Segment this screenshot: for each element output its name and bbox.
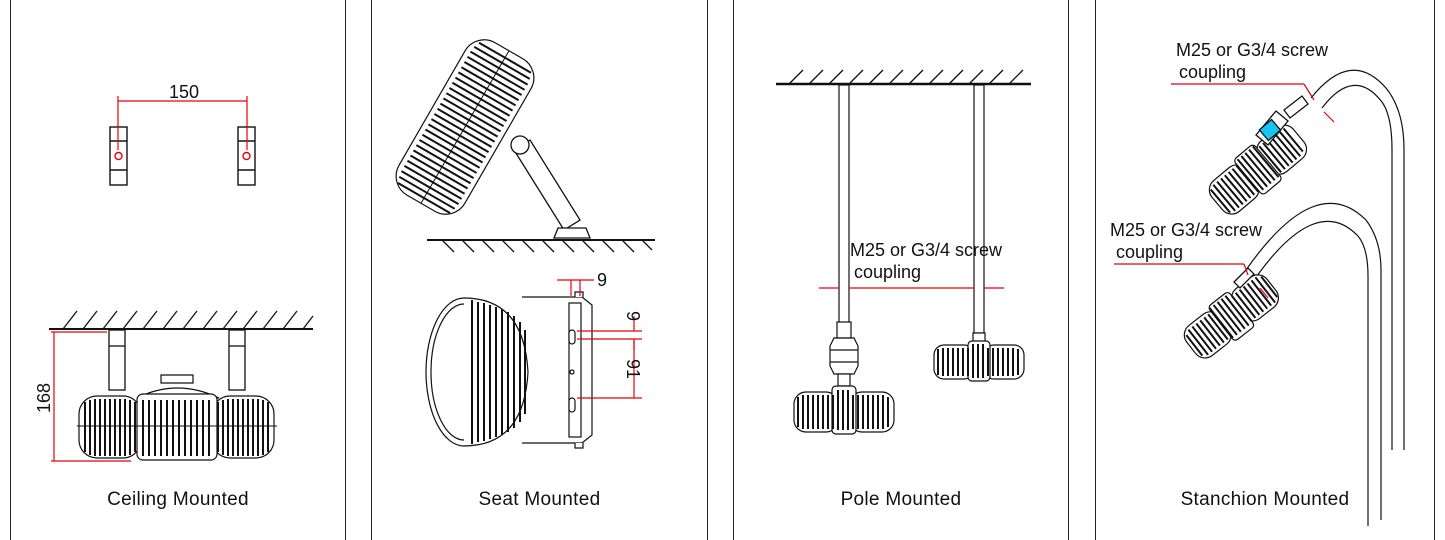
dimension-height-label: 168 bbox=[34, 383, 54, 413]
dimension-top-label: 9 bbox=[597, 270, 607, 290]
ground-line bbox=[427, 239, 655, 253]
seat-stand bbox=[510, 135, 591, 239]
seat-mounted-drawing: 9 9 91 bbox=[395, 39, 655, 449]
fixture-body bbox=[77, 374, 277, 461]
coupling-upper bbox=[1255, 95, 1309, 146]
ceiling-line bbox=[49, 310, 314, 330]
dimension-side-large-label: 91 bbox=[623, 359, 643, 379]
fixture-side-view bbox=[425, 291, 593, 449]
coupling-label-line1: M25 or G3/4 screw bbox=[850, 240, 1003, 260]
pole-mounted-drawing bbox=[776, 69, 1031, 435]
fixture-lower bbox=[1183, 274, 1280, 359]
fixture-tilted bbox=[395, 39, 535, 215]
panel-pole-mounted: M25 or G3/4 screw coupling Pole Mounted bbox=[733, 0, 1069, 540]
coupling-a-line1: M25 or G3/4 screw bbox=[1176, 40, 1329, 60]
fixture-left bbox=[793, 321, 895, 435]
fixture-right bbox=[933, 332, 1025, 382]
coupling-a-line2: coupling bbox=[1179, 62, 1247, 82]
stanchion-mounted-drawing bbox=[1114, 69, 1405, 526]
poles bbox=[838, 84, 985, 334]
panel-seat-mounted: 9 9 91 Seat Mounted bbox=[371, 0, 708, 540]
panel-ceiling-mounted: 150 168 Ceiling Mounted bbox=[10, 0, 346, 540]
ceiling-line bbox=[776, 69, 1031, 86]
coupling-b-line2: coupling bbox=[1116, 242, 1184, 262]
caption-pole-mounted: Pole Mounted bbox=[840, 489, 962, 510]
mount-posts bbox=[108, 329, 246, 391]
dimension-side-small-label: 9 bbox=[623, 311, 643, 321]
coupling-lower bbox=[1233, 267, 1255, 289]
coupling-pointers bbox=[1114, 83, 1335, 299]
dimension-width-label: 150 bbox=[169, 82, 199, 102]
panel-stanchion-mounted: M25 or G3/4 screw coupling M25 or G3/4 s… bbox=[1095, 0, 1435, 540]
caption-stanchion-mounted: Stanchion Mounted bbox=[1180, 489, 1350, 510]
stanchion-lower bbox=[1245, 202, 1382, 526]
coupling-label-line2: coupling bbox=[854, 262, 922, 282]
dimension-width bbox=[117, 96, 248, 150]
stanchion-upper bbox=[1310, 69, 1405, 450]
caption-ceiling-mounted: Ceiling Mounted bbox=[107, 489, 249, 510]
caption-seat-mounted: Seat Mounted bbox=[478, 489, 601, 510]
dimensions-seat bbox=[557, 279, 642, 399]
ceiling-mounted-drawing: 150 168 bbox=[34, 82, 314, 462]
dimension-height bbox=[51, 331, 131, 462]
coupling-b-line1: M25 or G3/4 screw bbox=[1110, 220, 1263, 240]
